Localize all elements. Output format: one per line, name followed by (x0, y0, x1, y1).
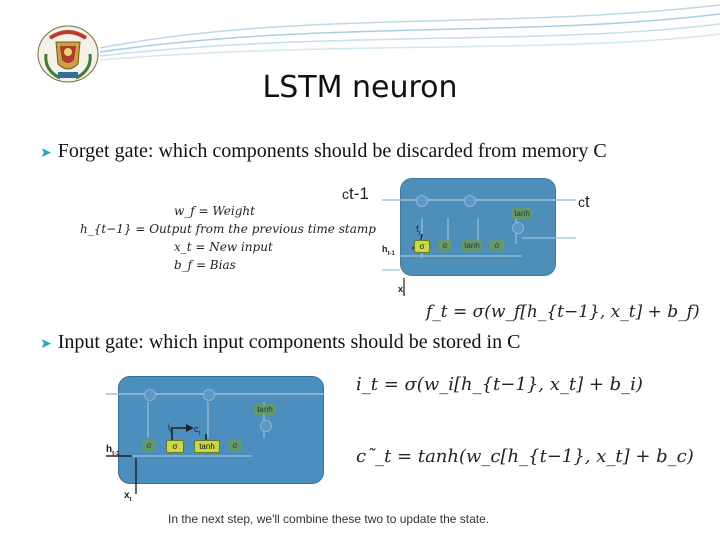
candidate-equation: c˜_t = tanh(w_c[h_{t−1}, x_t] + b_c) (356, 446, 694, 467)
university-seal-logo (37, 25, 99, 83)
forget-sigma-gate: σ (142, 440, 156, 451)
multiply-node-icon (416, 195, 428, 207)
output-multiply-node-icon (260, 420, 272, 432)
bullet-text: Forget gate: which components should be … (57, 140, 607, 162)
input-gate-figure: tanh σ σ tanh σ it ct ht-1 xt i_t = σ(w_… (96, 362, 694, 530)
forget-gate-figure: w_f = Weight h_{t−1} = Output from the p… (76, 166, 700, 328)
multiply-node-icon (144, 389, 156, 401)
legend-new-input: x_t = New input (174, 240, 273, 254)
header-swoosh-decoration (99, 4, 720, 61)
c-prev-label: ct-1 (342, 184, 369, 203)
f-label: ft (416, 224, 421, 237)
cell-internal-wiring (106, 393, 324, 494)
x-input-label: xt (398, 284, 406, 297)
bullet-arrow-icon: ➤ (40, 146, 52, 161)
forget-sigma-gate: σ (414, 240, 430, 253)
bullet-arrow-icon: ➤ (40, 337, 52, 352)
forget-gate-equation: f_t = σ(w_f[h_{t−1}, x_t] + b_f) (426, 302, 700, 322)
x-input-label: xt (124, 490, 132, 503)
add-node-icon (203, 389, 215, 401)
input-sigma-gate: σ (438, 240, 452, 251)
bullet-forget-gate: ➤ Forget gate: which components should be… (40, 140, 607, 163)
input-sigma-gate: σ (166, 440, 184, 453)
legend-bias: b_f = Bias (174, 258, 236, 272)
output-multiply-node-icon (512, 222, 524, 234)
legend-prev-output: h_{t−1} = Output from the previous time … (80, 222, 376, 236)
output-sigma-gate: σ (490, 240, 504, 251)
add-node-icon (464, 195, 476, 207)
tanh-gate-top: tanh (512, 208, 532, 219)
legend-weight: w_f = Weight (174, 204, 255, 218)
slide-title: LSTM neuron (262, 70, 458, 105)
forget-legend: w_f = Weight h_{t−1} = Output from the p… (80, 204, 376, 284)
c-next-label: ct (578, 192, 590, 211)
c-candidate-label: ct (194, 424, 201, 437)
output-sigma-gate: σ (228, 440, 242, 451)
bullet-input-gate: ➤ Input gate: which input components shou… (40, 331, 520, 354)
cell-internal-wiring (382, 199, 576, 296)
i-label: it (168, 422, 172, 435)
figure-caption: In the next step, we'll combine these tw… (168, 512, 490, 526)
bullet-text: Input gate: which input components shoul… (57, 331, 521, 353)
input-gate-equation: i_t = σ(w_i[h_{t−1}, x_t] + b_i) (356, 374, 643, 395)
candidate-tanh-gate: tanh (194, 440, 220, 453)
h-prev-label: ht-1 (106, 444, 120, 457)
tanh-gate-top: tanh (254, 404, 276, 415)
h-prev-label: ht-1 (382, 244, 395, 257)
tanh-gate: tanh (462, 240, 482, 251)
